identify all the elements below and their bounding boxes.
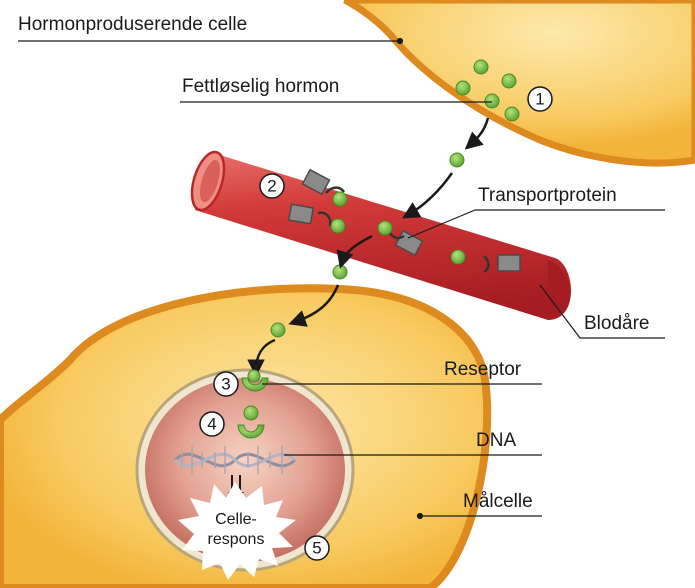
cell-response-label-line1: Celle- bbox=[215, 511, 257, 528]
step-2-number: 2 bbox=[267, 177, 276, 196]
hormone-molecule bbox=[450, 249, 466, 265]
receptor-hormone-complex bbox=[237, 405, 265, 439]
step-4: 4 bbox=[199, 411, 225, 437]
step-4-number: 4 bbox=[207, 415, 216, 434]
cell-response-label-line2: respons bbox=[208, 531, 265, 548]
cell-response-burst bbox=[178, 482, 296, 580]
leader-lines bbox=[18, 37, 665, 520]
blood-vessel-label: Blodåre bbox=[584, 313, 650, 334]
receptor bbox=[241, 369, 269, 392]
producing-cell bbox=[343, 0, 695, 167]
hormone-label: Fettløselig hormon bbox=[182, 76, 339, 97]
hormone-molecule bbox=[377, 220, 393, 236]
producing-cell-label: Hormonproduserende celle bbox=[18, 14, 247, 35]
step-2: 2 bbox=[259, 173, 285, 199]
hormone-molecule bbox=[330, 218, 346, 234]
transport-protein-4 bbox=[450, 249, 521, 274]
step-5: 5 bbox=[304, 535, 330, 561]
step-1: 1 bbox=[527, 86, 553, 112]
step-3-number: 3 bbox=[221, 375, 230, 394]
hormone-molecule bbox=[332, 191, 348, 207]
hormone-molecules bbox=[270, 59, 520, 338]
transport-protein-2 bbox=[287, 203, 346, 234]
transport-protein-1 bbox=[301, 168, 348, 207]
step-3: 3 bbox=[213, 371, 239, 397]
step-1-number: 1 bbox=[535, 90, 544, 109]
transport-protein-label: Transportprotein bbox=[478, 185, 617, 206]
flow-arrows bbox=[247, 117, 490, 377]
dna-label: DNA bbox=[476, 430, 516, 451]
receptor-label: Reseptor bbox=[444, 359, 522, 380]
blood-vessel bbox=[190, 150, 572, 320]
step-5-number: 5 bbox=[312, 539, 321, 558]
target-cell-label: Målcelle bbox=[463, 491, 533, 512]
dna-helix bbox=[173, 446, 297, 474]
